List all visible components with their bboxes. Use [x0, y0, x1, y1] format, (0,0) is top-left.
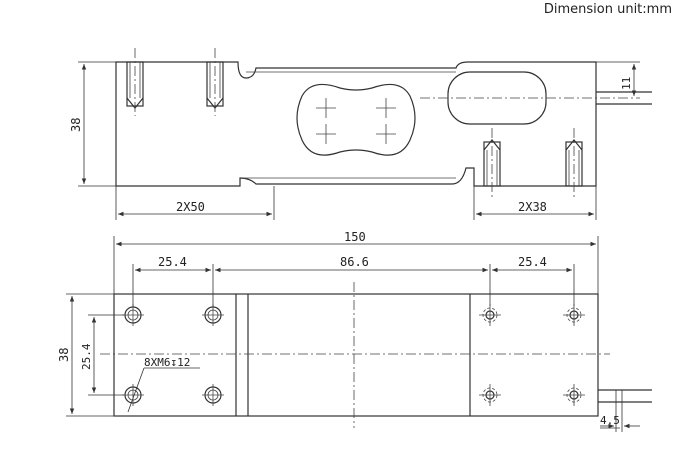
side-view-outline	[115, 61, 597, 187]
hole-spacing-dimension: 25.4	[80, 314, 124, 396]
overall-length-dimension: 150	[113, 230, 599, 294]
binocular-hole	[296, 83, 416, 156]
top-width-label: 38	[57, 348, 71, 362]
side-view: 38 11 2X50 2X38	[69, 48, 652, 220]
left-span-label: 25.4	[158, 255, 187, 269]
overall-length-label: 150	[344, 230, 366, 244]
top-view-outline	[113, 293, 599, 417]
left-pitch-label: 2X50	[176, 200, 205, 214]
top-view: 150 25.4 86.6 25.4 38 25.4	[57, 230, 652, 432]
dimension-unit-label: Dimension unit:mm	[543, 2, 672, 17]
side-height-label: 38	[69, 118, 83, 132]
right-pitch-label: 2X38	[518, 200, 547, 214]
cable-offset-dimension: 4.5	[600, 390, 640, 432]
top-holes-right	[479, 304, 585, 406]
side-thread-holes-bottom	[483, 128, 583, 200]
hole-spacing-label: 25.4	[80, 343, 93, 370]
side-height-dimension: 38	[69, 61, 116, 187]
thread-callout: 8XM6↧12	[127, 356, 200, 413]
center-span-label: 86.6	[340, 255, 369, 269]
binocular-crosshairs	[316, 98, 396, 144]
right-span-label: 25.4	[518, 255, 547, 269]
thread-callout-label: 8XM6↧12	[144, 356, 190, 369]
side-thread-holes-top	[126, 48, 224, 116]
top-holes-left	[122, 304, 224, 406]
top-offset-dimension: 11	[596, 61, 640, 96]
left-pitch-dimension: 2X50	[115, 186, 275, 220]
cable-offset-label: 4.5	[600, 414, 620, 427]
right-pitch-dimension: 2X38	[473, 186, 597, 220]
top-width-dimension: 38	[57, 293, 114, 417]
hole-chain-dimension: 25.4 86.6 25.4	[132, 255, 575, 306]
top-offset-label: 11	[620, 77, 633, 90]
